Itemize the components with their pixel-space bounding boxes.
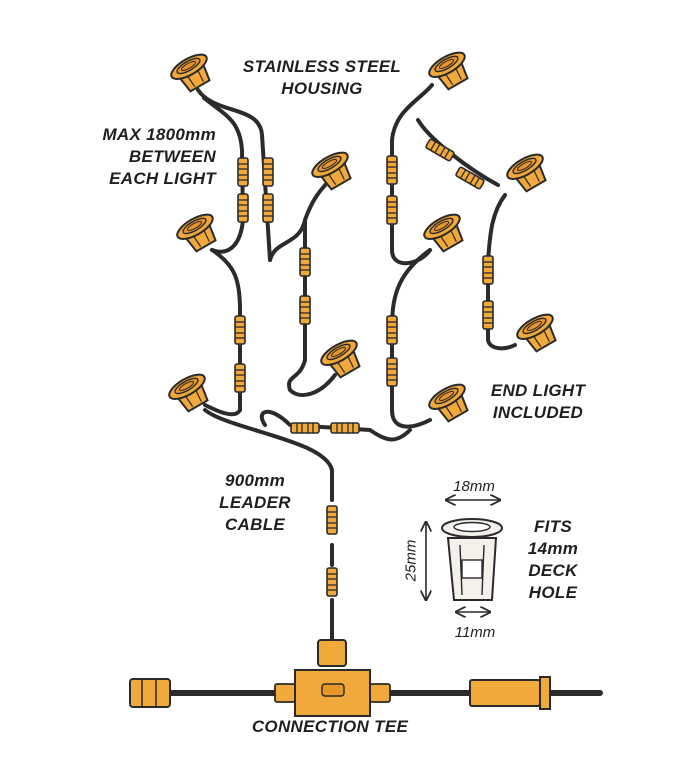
- cable-connector-icon: [290, 422, 320, 434]
- cable-connector-icon: [299, 247, 311, 277]
- cable-connector-icon: [326, 505, 338, 535]
- cable-connector-icon: [234, 363, 246, 393]
- cable-connector-icon: [234, 315, 246, 345]
- cable-connector-icon: [386, 155, 398, 185]
- spacing-label-line: EACH LIGHT: [109, 169, 216, 188]
- deck-light-icon: [316, 334, 369, 383]
- cable-connector-icon: [386, 315, 398, 345]
- cable-connector-icon: [299, 295, 311, 325]
- leader-label-line: CABLE: [224, 515, 286, 534]
- fits-label-line: FITS: [533, 517, 573, 536]
- dimension-bottom: 11mm: [454, 624, 496, 641]
- leader-label: 900mm LEADER CABLE: [205, 470, 305, 536]
- fits-label: FITS 14mm DECK HOLE: [508, 516, 598, 604]
- deck-light-icon: [502, 148, 555, 197]
- fits-label-line: DECK: [528, 561, 578, 580]
- spacing-label-line: BETWEEN: [128, 147, 216, 166]
- housing-label: STAINLESS STEEL HOUSING: [222, 56, 422, 100]
- deck-light-icon: [172, 208, 225, 257]
- deck-light-icon: [424, 378, 477, 427]
- housing-label-line: STAINLESS STEEL: [242, 57, 402, 76]
- cable-connector-icon: [237, 193, 249, 223]
- dimension-top: 18mm: [453, 478, 495, 495]
- end-light-label-line: END LIGHT: [490, 381, 586, 400]
- spacing-label: MAX 1800mm BETWEEN EACH LIGHT: [40, 124, 216, 190]
- fits-label-line: HOLE: [528, 583, 578, 602]
- cable-connector-icon: [326, 567, 338, 597]
- arrow-icon: [426, 500, 500, 612]
- cable-connector-icon: [330, 422, 360, 434]
- fits-label-line: 14mm: [527, 539, 579, 558]
- end-light-label-line: INCLUDED: [492, 403, 584, 422]
- cable-connector-icon: [482, 300, 494, 330]
- deck-light-icon: [512, 308, 565, 357]
- cable-connector-icon: [237, 157, 249, 187]
- leader-label-line: LEADER: [219, 493, 291, 512]
- cable-connector-icon: [262, 193, 274, 223]
- cable-connector-icon: [386, 357, 398, 387]
- cable-connector-icon: [482, 255, 494, 285]
- cable-connector-icon: [386, 195, 398, 225]
- dimension-height: 25mm: [402, 539, 420, 582]
- housing-label-line: HOUSING: [281, 79, 363, 98]
- deck-light-icon: [424, 46, 477, 95]
- housing-section-icon: [441, 518, 503, 601]
- deck-light-icon: [166, 48, 219, 97]
- deck-light-icon: [164, 368, 217, 417]
- deck-light-icon: [307, 146, 360, 195]
- connection-tee-icon: [129, 639, 551, 717]
- cable-connector-icon: [262, 157, 274, 187]
- end-light-label: END LIGHT INCLUDED: [478, 380, 598, 424]
- tee-label: CONNECTION TEE: [251, 717, 409, 736]
- leader-label-line: 900mm: [224, 471, 286, 490]
- spacing-label-line: MAX 1800mm: [102, 125, 216, 144]
